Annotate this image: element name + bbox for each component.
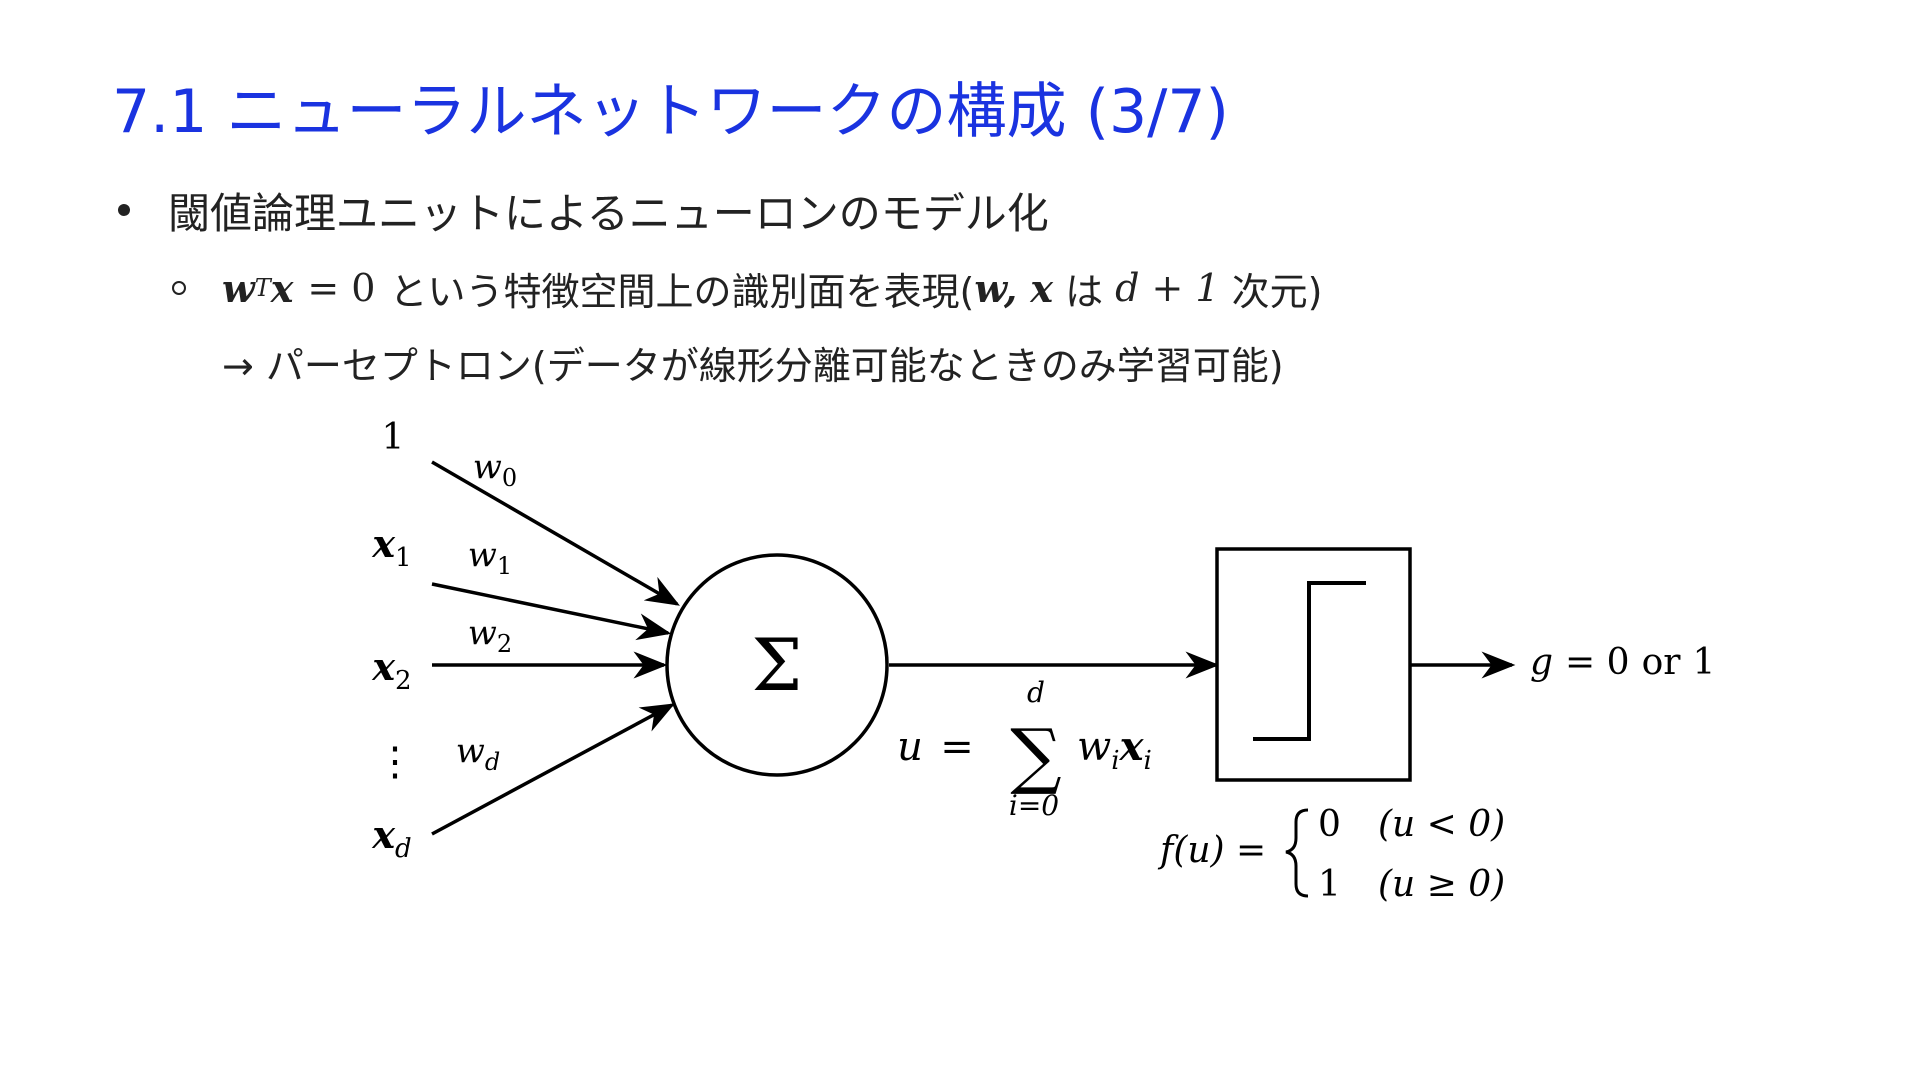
- sub-ha: は: [1065, 269, 1104, 314]
- edge-wd: [431, 703, 675, 836]
- sigma-symbol: Σ: [752, 623, 803, 707]
- sub-transpose: T: [254, 274, 271, 302]
- u-eq: =: [940, 724, 974, 770]
- input-x2: x2: [371, 644, 411, 696]
- input-xd-var: x: [371, 812, 396, 857]
- f-case2-cond: (u ≥ 0): [1378, 864, 1505, 905]
- step-function-icon: [1253, 581, 1366, 741]
- input-xd-sub: d: [395, 834, 412, 864]
- f-case1-cond: (u < 0): [1378, 804, 1505, 845]
- f-case1-val: 0: [1318, 804, 1341, 845]
- perceptron-note: → パーセプトロン(データが線形分離可能なときのみ学習可能): [222, 343, 1284, 388]
- input-x2-sub: 2: [395, 666, 412, 696]
- f-lhs: f(u) =: [1157, 830, 1266, 871]
- sub-x: x: [270, 265, 294, 311]
- input-x2-var: x: [371, 644, 396, 689]
- input-x1-var: x: [371, 521, 396, 566]
- weight-wd-sub: d: [485, 748, 500, 776]
- sub-vars: w, x: [974, 265, 1054, 311]
- output-one: 1: [1692, 642, 1715, 683]
- edge-w1: [431, 582, 672, 641]
- input-vdots: ⋮: [375, 739, 415, 785]
- input-x1: x1: [371, 521, 411, 573]
- weight-w0: w0: [473, 447, 517, 492]
- input-xd: xd: [371, 812, 411, 864]
- u-sum-upper: d: [1027, 676, 1045, 709]
- f-case2-val: 1: [1318, 864, 1341, 905]
- u-lhs: u: [897, 724, 923, 770]
- bullet-item: 閾値論理ユニットによるニューロンのモデル化: [118, 182, 1049, 238]
- u-terms: wixi: [1077, 723, 1152, 776]
- weight-w2: w2: [468, 613, 512, 658]
- sub-eq: = 0: [307, 266, 376, 310]
- u-sum-lower: i=0: [1009, 789, 1059, 822]
- input-one: 1: [382, 417, 405, 458]
- slide-title: 7.1 ニューラルネットワークの構成 (3/7): [112, 77, 1229, 147]
- weight-w1-sub: 1: [497, 552, 512, 580]
- sum-node: [665, 553, 889, 777]
- f-brace-icon: [1285, 808, 1309, 898]
- bullet-dot-icon: [118, 204, 130, 216]
- output-or: or: [1642, 642, 1682, 683]
- weight-w0-sub: 0: [502, 464, 517, 492]
- output-g: g: [1530, 642, 1553, 683]
- u-w-sub: i: [1111, 746, 1119, 776]
- weight-wd-var: w: [456, 731, 485, 771]
- weight-w2-var: w: [468, 613, 497, 653]
- u-sum-symbol: ∑: [1010, 713, 1061, 797]
- weight-w1: w1: [468, 535, 512, 580]
- output-eq: = 0: [1565, 642, 1630, 683]
- bullet-text: 閾値論理ユニットによるニューロンのモデル化: [168, 188, 1049, 238]
- sub-dim: d + 1: [1115, 266, 1220, 310]
- weight-wd: wd: [456, 731, 500, 776]
- input-x1-sub: 1: [395, 543, 412, 573]
- sub-text2: 次元): [1231, 269, 1323, 314]
- edge-w0: [431, 460, 680, 606]
- step-function-box: [1215, 547, 1412, 782]
- weight-w0-var: w: [473, 447, 502, 487]
- weight-w1-var: w: [468, 535, 497, 575]
- sub-text1: という特徴空間上の識別面を表現(: [389, 269, 975, 314]
- sub-w: w: [222, 265, 255, 311]
- u-w: w: [1077, 724, 1111, 770]
- u-x-sub: i: [1143, 746, 1151, 776]
- u-x: x: [1119, 723, 1145, 770]
- sub-bullet-dot-icon: [172, 281, 186, 295]
- weight-w2-sub: 2: [497, 630, 512, 658]
